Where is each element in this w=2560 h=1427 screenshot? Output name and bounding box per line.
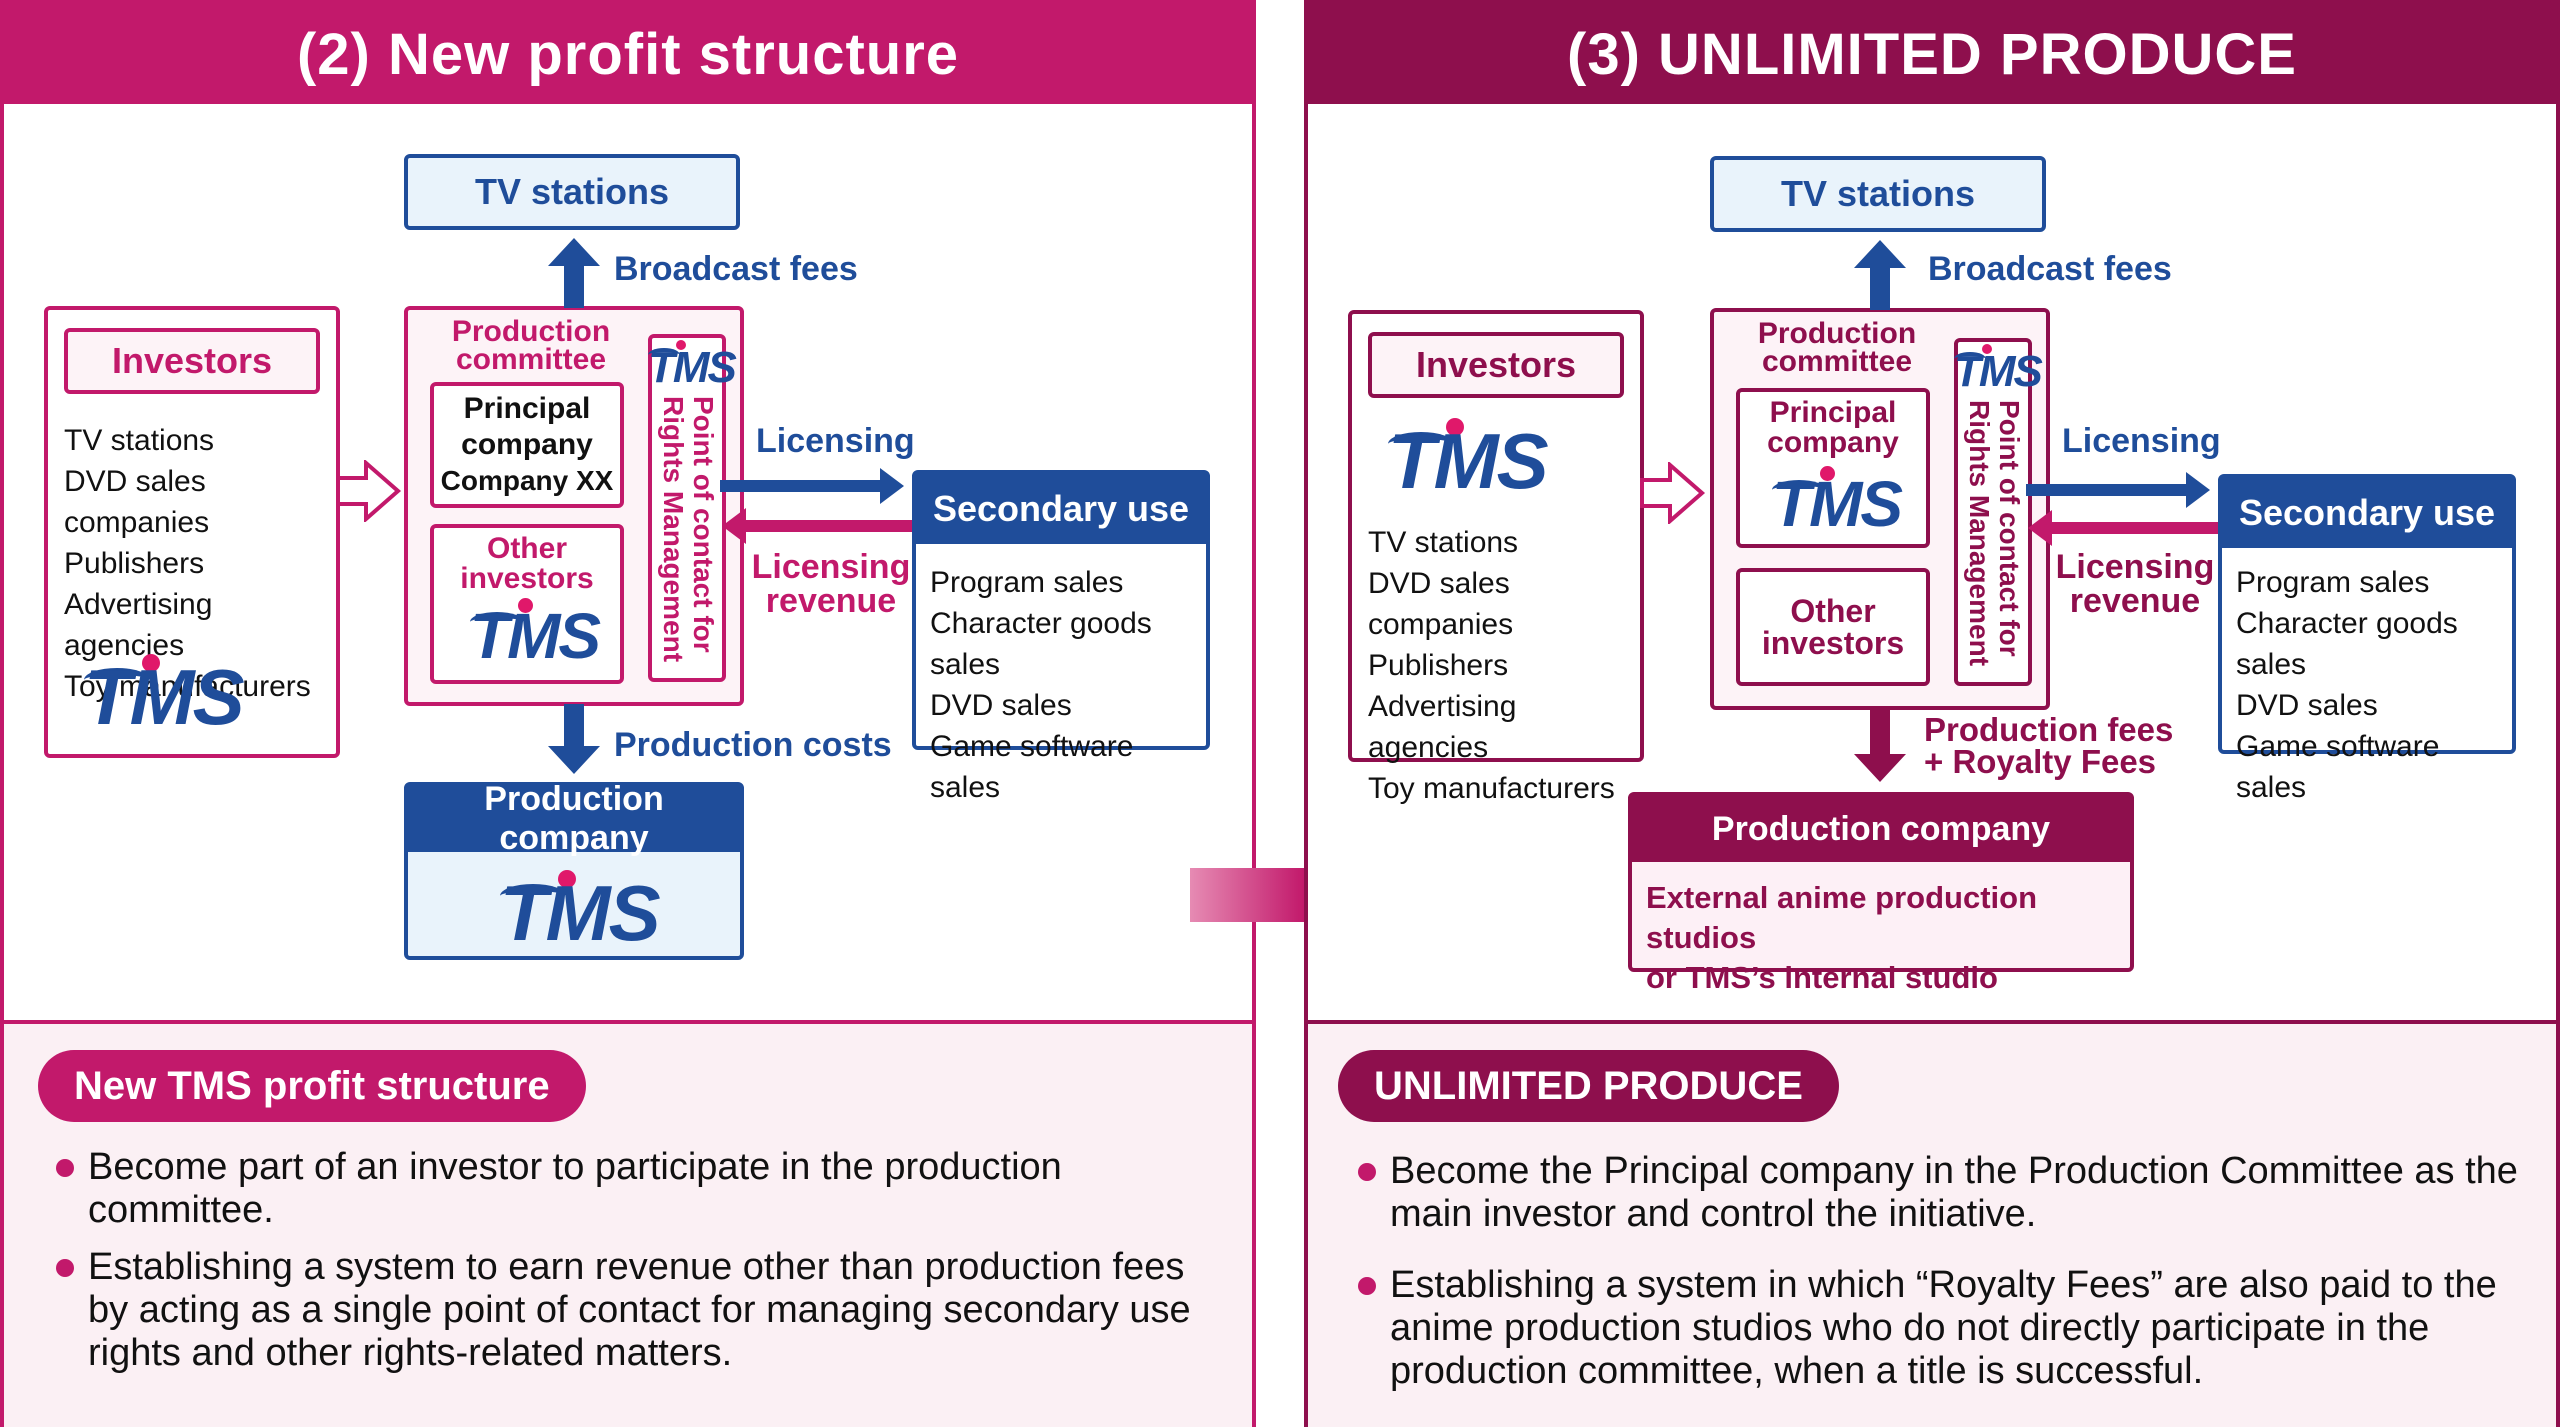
tms-logo: TMS: [470, 598, 601, 672]
production-company-description: External anime production studios or TMS…: [1646, 880, 2038, 995]
list-item: Establishing a system in which “Royalty …: [1354, 1264, 2526, 1393]
list-item: TV stations: [1368, 526, 1519, 559]
investors-title: Investors: [1368, 332, 1624, 398]
list-item: DVD sales: [2236, 689, 2378, 722]
tms-logo: TMS: [648, 340, 737, 390]
panel-title: (2) New profit structure: [4, 4, 1252, 104]
secondary-use-list: Program sales Character goods sales DVD …: [930, 562, 1206, 808]
list-item: Game software sales: [2236, 730, 2440, 804]
summary-bullets: Become part of an investor to participat…: [52, 1146, 1222, 1375]
panel-unlimited-produce: (3) UNLIMITED PRODUCE TV stations Invest…: [1304, 0, 2560, 1427]
list-item: DVD sales companies: [1368, 567, 1514, 641]
list-item: Toy manufacturers: [1368, 772, 1615, 805]
hollow-arrow-icon: [1640, 462, 1706, 524]
secondary-use-list: Program sales Character goods sales DVD …: [2236, 562, 2512, 808]
tms-logo: TMS: [1954, 344, 2043, 394]
broadcast-fees-label: Broadcast fees: [614, 250, 858, 288]
production-company-title: Production company: [408, 780, 740, 857]
tms-logo: TMS: [1772, 466, 1903, 540]
summary-pill: New TMS profit structure: [38, 1050, 586, 1122]
right-arrow-icon: [720, 468, 904, 504]
list-item: Game software sales: [930, 730, 1134, 804]
committee-title: Production committee: [1757, 317, 1917, 378]
principal-company-box: Principal company TMS: [1736, 388, 1930, 548]
secondary-use-box: Secondary use Program sales Character go…: [2218, 474, 2516, 804]
list-item: Program sales: [930, 566, 1124, 599]
production-costs-label: Production costs: [614, 726, 892, 764]
committee-title: Production committee: [451, 315, 611, 376]
production-company-title: Production company: [1632, 796, 2130, 862]
list-item: Character goods sales: [930, 607, 1152, 681]
broadcast-fees-label: Broadcast fees: [1928, 250, 2172, 288]
summary-pill: UNLIMITED PRODUCE: [1338, 1050, 1839, 1122]
production-company-box: Production company External anime produc…: [1628, 792, 2134, 995]
investor-list: TV stations DVD sales companies Publishe…: [1368, 522, 1644, 809]
licensing-label: Licensing: [2062, 422, 2221, 460]
principal-company-box: Principal company Company XX: [430, 382, 624, 508]
secondary-use-title: Secondary use: [916, 474, 1206, 544]
panel-title: (3) UNLIMITED PRODUCE: [1308, 4, 2556, 104]
up-arrow-icon: [548, 238, 600, 308]
investors-title: Investors: [64, 328, 320, 394]
investors-box: Investors TMS TV stations DVD sales comp…: [1348, 310, 1644, 805]
left-arrow-icon: [2028, 510, 2222, 546]
investors-box: Investors TV stations DVD sales companie…: [44, 306, 340, 758]
left-arrow-icon: [722, 508, 916, 544]
up-arrow-icon: [1854, 240, 1906, 310]
tv-stations-box: TV stations: [404, 154, 740, 230]
list-item: Become the Principal company in the Prod…: [1354, 1150, 2526, 1236]
licensing-label: Licensing: [756, 422, 915, 460]
list-item: Advertising agencies: [64, 588, 213, 662]
summary-section: New TMS profit structure Become part of …: [4, 1020, 1252, 1427]
hollow-arrow-icon: [336, 460, 402, 522]
tms-logo: TMS: [1388, 417, 1549, 505]
list-item: Become part of an investor to participat…: [52, 1146, 1222, 1232]
production-company-box: Production company TMS: [404, 780, 744, 960]
down-arrow-icon: [548, 704, 600, 774]
secondary-use-title: Secondary use: [2222, 478, 2512, 548]
production-committee-box: Production committee Principal company C…: [404, 306, 744, 706]
down-arrow-icon: [1854, 708, 1906, 782]
licensing-revenue-label: Licensing revenue: [751, 548, 911, 620]
production-committee-box: Production committee Principal company T…: [1710, 308, 2050, 710]
list-item: Character goods sales: [2236, 607, 2458, 681]
list-item: DVD sales companies: [64, 465, 210, 539]
list-item: Program sales: [2236, 566, 2430, 599]
production-fees-label: Production fees + Royalty Fees: [1924, 711, 2174, 780]
summary-bullets: Become the Principal company in the Prod…: [1354, 1150, 2526, 1393]
list-item: Publishers: [1368, 649, 1509, 682]
list-item: DVD sales: [930, 689, 1072, 722]
list-item: Advertising agencies: [1368, 690, 1517, 764]
summary-section: UNLIMITED PRODUCE Become the Principal c…: [1308, 1020, 2556, 1427]
licensing-revenue-label: Licensing revenue: [2055, 548, 2215, 620]
right-arrow-icon: [2026, 472, 2210, 508]
other-investors-box: Other investors TMS: [430, 524, 624, 684]
tms-logo: TMS: [84, 653, 245, 741]
other-investors-box: Other investors: [1736, 568, 1930, 686]
secondary-use-box: Secondary use Program sales Character go…: [912, 470, 1210, 804]
list-item: Publishers: [64, 547, 205, 580]
tms-logo: TMS: [500, 869, 661, 957]
tv-stations-box: TV stations: [1710, 156, 2046, 232]
panel-new-profit-structure: (2) New profit structure TV stations Inv…: [0, 0, 1256, 1427]
list-item: Establishing a system to earn revenue ot…: [52, 1246, 1222, 1375]
list-item: TV stations: [64, 424, 215, 457]
